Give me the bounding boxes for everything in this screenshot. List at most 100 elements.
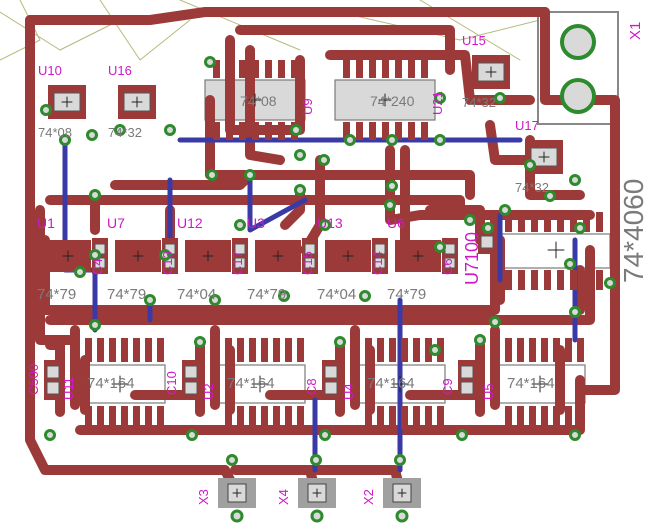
ic-pin bbox=[421, 122, 428, 140]
via bbox=[86, 129, 98, 141]
via bbox=[114, 124, 126, 136]
sr-pin bbox=[389, 406, 396, 430]
sr-pin bbox=[157, 338, 164, 362]
cap-pad bbox=[374, 243, 386, 255]
sr-pin bbox=[157, 406, 164, 430]
sot-value: 74*79 bbox=[37, 286, 76, 303]
cap-pad bbox=[304, 257, 316, 269]
ic-pin bbox=[239, 60, 246, 78]
ic-pin bbox=[278, 122, 285, 140]
sr-pin bbox=[505, 406, 512, 430]
sr-pin bbox=[425, 338, 432, 362]
via bbox=[234, 219, 246, 231]
side-chip-pin bbox=[531, 212, 538, 232]
ic-pin bbox=[226, 60, 233, 78]
cap-pad bbox=[304, 243, 316, 255]
ic-pin bbox=[382, 60, 389, 78]
via bbox=[482, 222, 494, 234]
via bbox=[144, 294, 156, 306]
side-chip-pin bbox=[583, 270, 590, 290]
sr-cap-pad bbox=[324, 365, 338, 379]
sr-cap-name: C8 bbox=[304, 378, 319, 395]
via bbox=[334, 336, 346, 348]
ic-pin bbox=[226, 122, 233, 140]
side-cap-pad bbox=[480, 235, 494, 249]
via bbox=[394, 454, 406, 466]
sr-pin bbox=[529, 338, 536, 362]
side-chip-pin bbox=[544, 212, 551, 232]
sr-pin bbox=[517, 406, 524, 430]
part-name: U10 bbox=[38, 63, 62, 78]
bottom-trace bbox=[247, 172, 308, 233]
part-value: 74*32 bbox=[515, 180, 549, 195]
side-chip-pin bbox=[518, 270, 525, 290]
sot-value: 74*79 bbox=[107, 286, 146, 303]
via bbox=[318, 154, 330, 166]
via bbox=[384, 199, 396, 211]
via bbox=[386, 180, 398, 192]
via-layer bbox=[40, 24, 616, 523]
ic-pin bbox=[343, 60, 350, 78]
sr-pin bbox=[565, 338, 572, 362]
sr-pin bbox=[285, 406, 292, 430]
sr-pin bbox=[133, 338, 140, 362]
sot-name: U12 bbox=[177, 215, 203, 231]
cap-pad bbox=[444, 243, 456, 255]
sr-pin bbox=[401, 406, 408, 430]
ic-value: 74*240 bbox=[370, 93, 415, 109]
via bbox=[59, 134, 71, 146]
sr-pin bbox=[505, 338, 512, 362]
conn-via bbox=[395, 509, 409, 523]
sr-pin bbox=[225, 406, 232, 430]
side-chip-pin bbox=[596, 270, 603, 290]
sr-name: U2 bbox=[201, 383, 216, 400]
via bbox=[40, 104, 52, 116]
ic-pin bbox=[408, 122, 415, 140]
sr-pin bbox=[133, 406, 140, 430]
trace bbox=[540, 7, 620, 395]
side-chip-pin bbox=[596, 212, 603, 232]
sr-pin bbox=[273, 338, 280, 362]
sot-name: U13 bbox=[317, 215, 343, 231]
ic-pin bbox=[265, 122, 272, 140]
via bbox=[386, 134, 398, 146]
sr-pin bbox=[273, 406, 280, 430]
cap-name: C17 bbox=[230, 251, 245, 275]
via bbox=[226, 454, 238, 466]
via bbox=[604, 277, 616, 289]
airwire bbox=[99, 0, 191, 61]
sot-value: 74*04 bbox=[177, 286, 216, 303]
airwire bbox=[0, 0, 41, 61]
via bbox=[319, 429, 331, 441]
sr-cap-name: C9 bbox=[440, 378, 455, 395]
sr-cap-pad bbox=[460, 365, 474, 379]
sot-value: 74*79 bbox=[387, 286, 426, 303]
sr-pin bbox=[425, 406, 432, 430]
via bbox=[544, 190, 556, 202]
via bbox=[499, 204, 511, 216]
sr-value: 74*164 bbox=[87, 375, 135, 392]
via bbox=[89, 189, 101, 201]
sr-name: U11 bbox=[61, 377, 76, 400]
sr-pin bbox=[577, 406, 584, 430]
ic-pin bbox=[213, 60, 220, 78]
sr-cap-pad bbox=[184, 365, 198, 379]
sr-pin bbox=[389, 338, 396, 362]
via bbox=[564, 258, 576, 270]
sot-name: U6 bbox=[387, 215, 405, 231]
sr-pin bbox=[109, 338, 116, 362]
via bbox=[159, 249, 171, 261]
ic-pin bbox=[278, 60, 285, 78]
via bbox=[74, 266, 86, 278]
sr-pin bbox=[261, 338, 268, 362]
via bbox=[89, 249, 101, 261]
sr-cap-pad bbox=[46, 381, 60, 395]
trace bbox=[280, 185, 305, 230]
ic-pin bbox=[252, 122, 259, 140]
side-chip-pin bbox=[583, 212, 590, 232]
sr-pin bbox=[109, 406, 116, 430]
cap-pad bbox=[234, 243, 246, 255]
sr-pin bbox=[237, 406, 244, 430]
sr-value: 74*164 bbox=[367, 375, 415, 392]
